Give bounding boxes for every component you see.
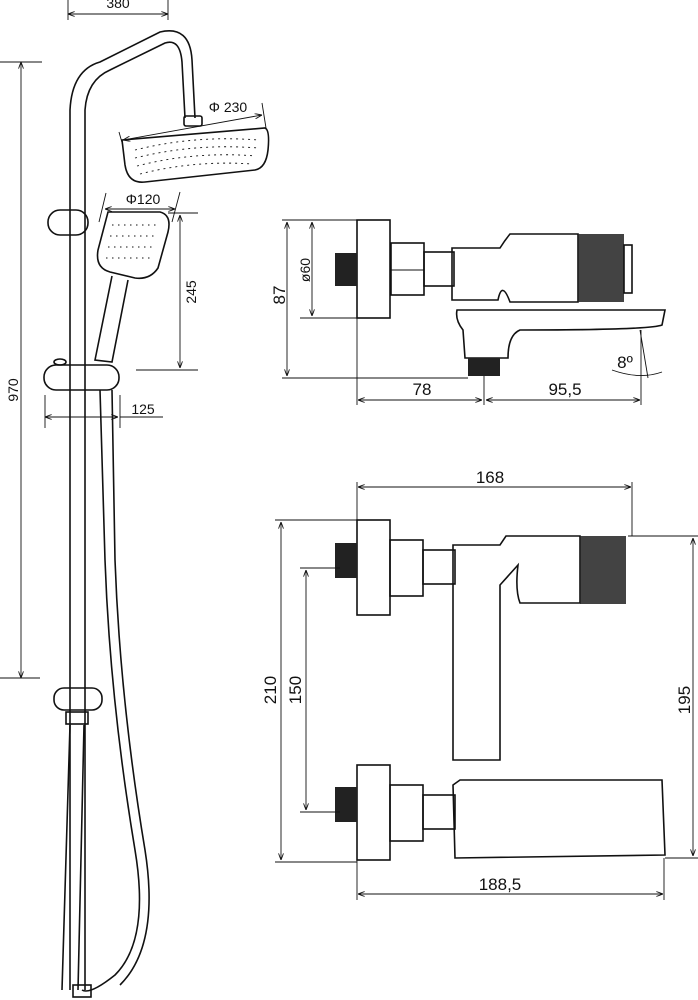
dim-210: 210 [261,676,280,704]
mixer-front-view: 168 210 150 195 188,5 [261,468,698,900]
shower-column-drawing: 380 970 Φ 230 Φ120 245 125 [0,0,270,998]
diverter [53,687,103,711]
dim-150: 150 [286,676,305,704]
diverter-nut [65,711,89,725]
dim-flange-diameter: ø60 [297,258,313,282]
hose [81,389,141,992]
hose-nut [72,984,92,998]
dim-8-degrees: 8º [617,353,633,372]
lower-flange [356,764,391,861]
dim-188-5: 188,5 [479,875,522,894]
dim-970: 970 [5,378,21,402]
mixer-side-view: 87 ø60 78 95,5 8º [270,219,666,405]
dim-78: 78 [413,380,432,399]
slider-knob [53,358,67,366]
dim-95-5: 95,5 [548,380,581,399]
spout-front [452,779,666,859]
dim-125: 125 [131,401,155,417]
dim-195: 195 [675,686,694,714]
upper-flange [356,519,391,616]
mixer-body-front [452,535,581,761]
head-shower [121,115,270,183]
upper-holder [47,209,89,236]
dim-hand-diameter: Φ120 [126,191,161,207]
rail-inner [84,41,186,990]
mixer-body [451,233,579,303]
dim-168: 168 [476,468,504,487]
spout [455,309,666,359]
dim-87: 87 [270,286,289,305]
hex-nut [390,242,425,296]
rail-outer [69,30,196,990]
knurled-handle-front [580,536,626,604]
hand-shower [94,211,170,363]
dim-245: 245 [183,280,199,304]
dim-head-diameter: Φ 230 [209,99,248,115]
wall-flange [356,219,391,319]
knurled-handle [578,234,624,302]
slider-bracket [43,364,120,391]
dim-380: 380 [106,0,130,11]
